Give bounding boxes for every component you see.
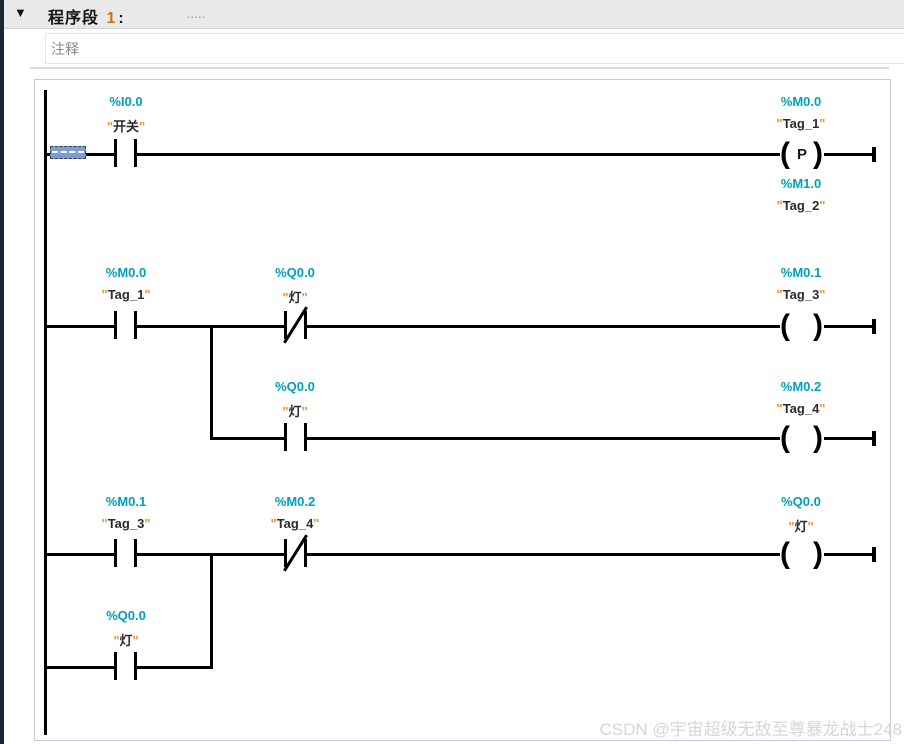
wire bbox=[47, 666, 114, 669]
wire bbox=[210, 437, 284, 440]
coil-close-icon: ) bbox=[813, 537, 823, 570]
selected-wire-segment[interactable] bbox=[50, 146, 86, 159]
coil-open-icon: ( bbox=[780, 309, 790, 342]
coil-close-icon: ) bbox=[813, 137, 823, 170]
tag-name[interactable]: "灯" bbox=[282, 404, 308, 419]
wire bbox=[824, 153, 874, 156]
operand-address[interactable]: %Q0.0 bbox=[106, 608, 146, 623]
tag-name[interactable]: "Tag_3" bbox=[776, 287, 826, 302]
tag-name[interactable]: "灯" bbox=[788, 519, 814, 534]
operand-address[interactable]: %M0.1 bbox=[780, 265, 822, 280]
operand-address[interactable]: %I0.0 bbox=[109, 94, 143, 109]
coil-open-icon: ( bbox=[780, 137, 790, 170]
tag-name[interactable]: "灯" bbox=[113, 633, 139, 648]
wire bbox=[307, 437, 780, 440]
wire bbox=[824, 325, 874, 328]
divider bbox=[30, 67, 889, 69]
wire bbox=[137, 666, 213, 669]
tag-name[interactable]: "Tag_1" bbox=[101, 287, 151, 302]
tag-name[interactable]: "Tag_1" bbox=[776, 116, 826, 131]
wire bbox=[307, 553, 780, 556]
network-title[interactable]: 程序段 1: bbox=[48, 10, 125, 27]
tag-name[interactable]: "Tag_3" bbox=[101, 516, 151, 531]
tag-name[interactable]: "开关" bbox=[106, 119, 146, 134]
tag-name[interactable]: "Tag_4" bbox=[776, 401, 826, 416]
operand-address[interactable]: %M0.2 bbox=[780, 379, 822, 394]
rail-end bbox=[872, 547, 876, 562]
wire bbox=[307, 325, 780, 328]
operand-address[interactable]: %Q0.0 bbox=[275, 379, 315, 394]
tag-name[interactable]: "Tag_4" bbox=[270, 516, 320, 531]
watermark: CSDN @宇宙超级无敌至尊暴龙战士248 bbox=[599, 720, 902, 739]
network-title-placeholder[interactable]: ..... bbox=[187, 10, 206, 21]
wire bbox=[824, 437, 874, 440]
coil-open-icon: ( bbox=[780, 537, 790, 570]
network-comment-field[interactable]: 注释 bbox=[45, 33, 904, 64]
coil-symbol: P bbox=[797, 146, 808, 163]
tag-name[interactable]: "灯" bbox=[282, 290, 308, 305]
operand-address[interactable]: %Q0.0 bbox=[781, 494, 821, 509]
rail-end bbox=[872, 431, 876, 446]
coil-close-icon: ) bbox=[813, 309, 823, 342]
wire bbox=[47, 553, 114, 556]
tag-name[interactable]: "Tag_2" bbox=[776, 198, 826, 213]
left-power-rail bbox=[44, 90, 47, 735]
collapse-network-icon[interactable]: ▼ bbox=[14, 5, 27, 20]
comment-placeholder: 注释 bbox=[51, 41, 79, 57]
wire bbox=[824, 553, 874, 556]
wire bbox=[137, 153, 780, 156]
operand-address[interactable]: %M0.0 bbox=[105, 265, 147, 280]
coil-open-icon: ( bbox=[780, 421, 790, 454]
operand-address[interactable]: %M1.0 bbox=[780, 176, 822, 191]
network-header[interactable]: ▼ 程序段 1: ..... bbox=[4, 0, 904, 29]
rail-end bbox=[872, 147, 876, 162]
ladder-canvas[interactable] bbox=[34, 79, 891, 741]
panel-edge bbox=[0, 0, 4, 744]
operand-address[interactable]: %M0.0 bbox=[780, 94, 822, 109]
wire bbox=[47, 325, 114, 328]
operand-address[interactable]: %M0.2 bbox=[274, 494, 316, 509]
operand-address[interactable]: %Q0.0 bbox=[275, 265, 315, 280]
rail-end bbox=[872, 319, 876, 334]
branch-wire bbox=[210, 553, 213, 667]
branch-wire bbox=[210, 325, 213, 439]
operand-address[interactable]: %M0.1 bbox=[105, 494, 147, 509]
coil-close-icon: ) bbox=[813, 421, 823, 454]
